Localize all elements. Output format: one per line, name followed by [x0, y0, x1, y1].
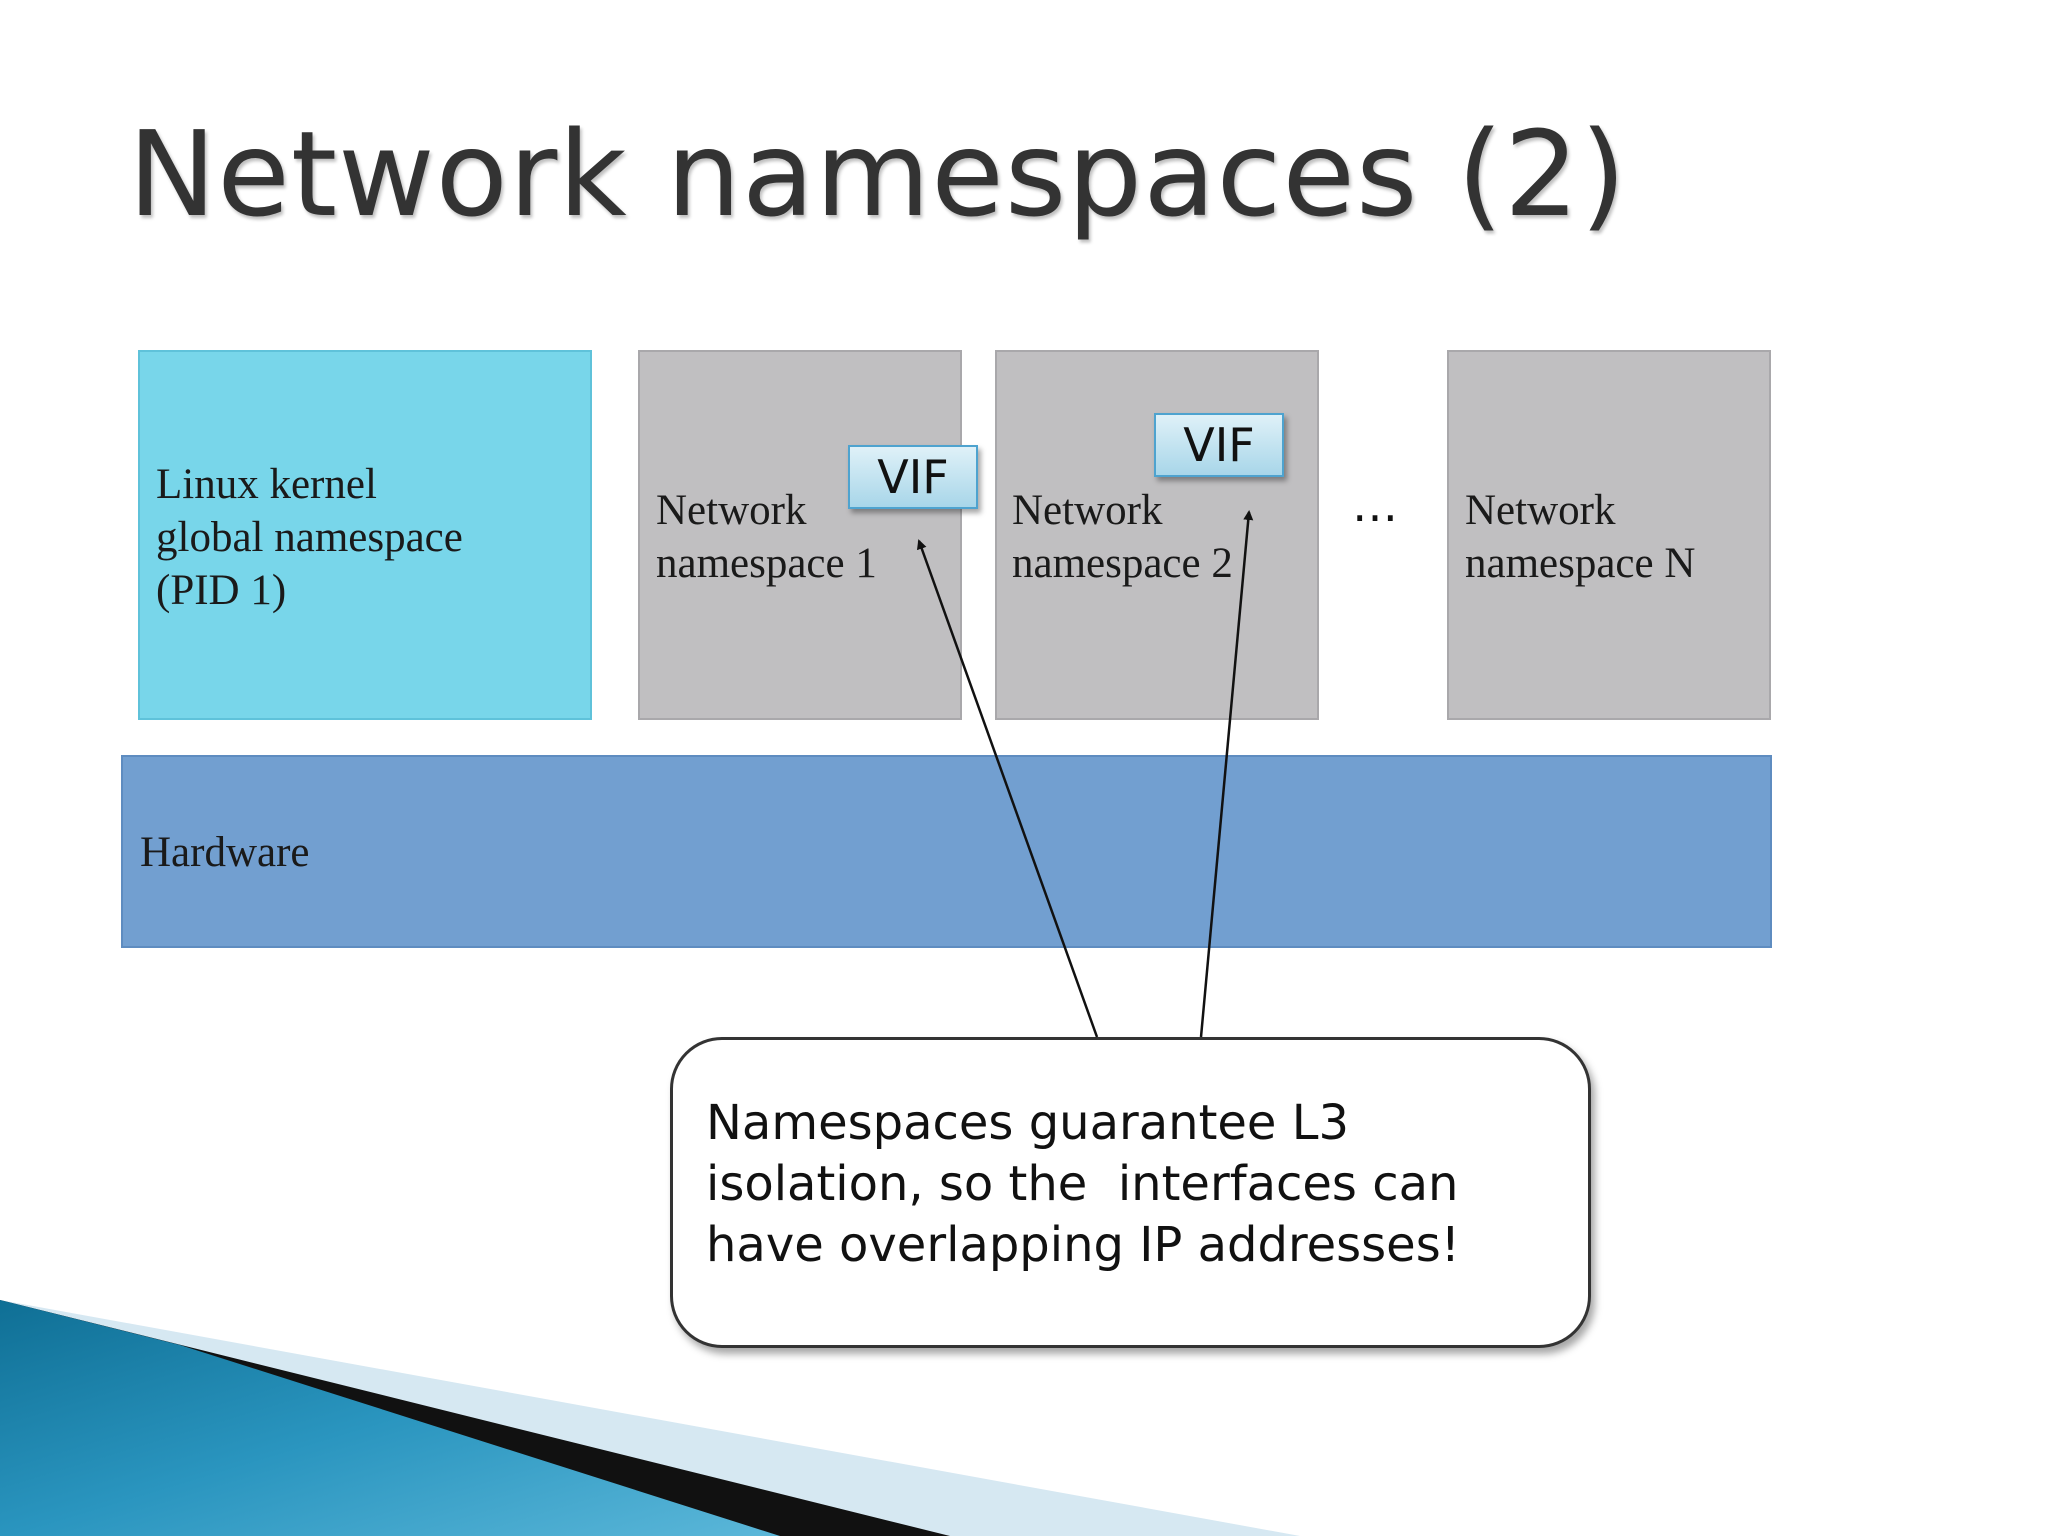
hardware-box: [121, 755, 1772, 948]
slide-title: Network namespaces (2): [128, 105, 1628, 243]
network-namespace-n-box: [1447, 350, 1771, 720]
namespace-1-label: Network namespace 1: [656, 487, 877, 587]
namespace-ellipsis: …: [1352, 478, 1398, 532]
callout-text: Namespaces guarantee L3 isolation, so th…: [706, 1095, 1460, 1273]
namespace-n-label: Network namespace N: [1465, 487, 1696, 587]
swoosh-blue-band: [0, 1300, 780, 1536]
namespace-2-label: Network namespace 2: [1012, 487, 1233, 587]
vif-namespace-2: VIF: [1154, 413, 1284, 477]
network-namespace-2-box: [995, 350, 1319, 720]
kernel-label: Linux kernel global namespace (PID 1): [156, 461, 463, 614]
callout-box: [670, 1037, 1591, 1348]
hardware-label: Hardware: [140, 829, 310, 876]
network-namespace-1-box: [638, 350, 962, 720]
arrow-to-vif-2: [1199, 510, 1254, 1038]
vif-namespace-1: VIF: [848, 445, 978, 509]
kernel-global-namespace-box: [138, 350, 592, 720]
arrow-to-vif-1: [916, 539, 1099, 1038]
